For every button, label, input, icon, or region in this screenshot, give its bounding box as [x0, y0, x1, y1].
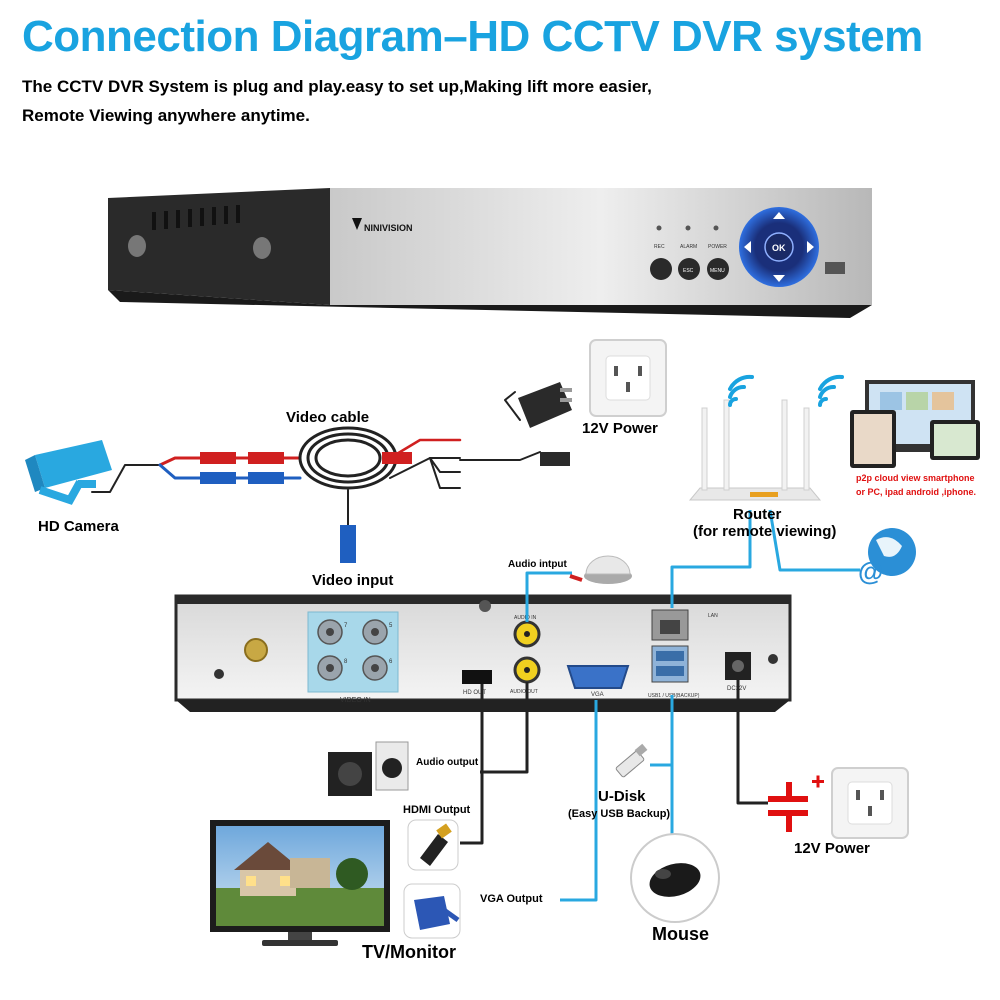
- p2p-note-line-1: p2p cloud view smartphone: [856, 473, 975, 483]
- hdmi-port-label: HD OUT: [463, 690, 486, 696]
- vga-cable: [560, 700, 598, 902]
- lan-port-label: LAN: [708, 613, 718, 619]
- audio-out-port-label: AUDIO OUT: [510, 689, 538, 695]
- mouse-icon: [630, 833, 720, 923]
- p2p-note-line-2: or PC, ipad android ,iphone.: [856, 487, 977, 497]
- hd-camera-label: HD Camera: [38, 518, 119, 535]
- power-label-bottom: 12V Power: [794, 840, 870, 857]
- microphone-icon: [569, 555, 632, 584]
- bnc-number: 6: [389, 659, 393, 665]
- router-note: (for remote viewing): [693, 523, 837, 540]
- bnc-plug-icon: [340, 525, 356, 563]
- usb-stick-icon: [615, 743, 648, 778]
- speakers-icon: [328, 741, 409, 796]
- devices-collage-icon: [850, 380, 980, 468]
- wall-socket-icon: [589, 339, 667, 417]
- dc-power-cable: [736, 680, 768, 805]
- vga-plug-icon: [403, 883, 461, 939]
- wall-socket-icon: [831, 767, 909, 839]
- udisk-label: U-Disk: [598, 788, 646, 805]
- bnc-connector-blue: [200, 472, 236, 484]
- dc-polarity-icon: [768, 775, 824, 832]
- globe-icon: @: [858, 528, 916, 586]
- bnc-connectors: [317, 619, 388, 681]
- subtitle-line-1: The CCTV DVR System is plug and play.eas…: [22, 77, 652, 96]
- brand-logo-mark: [352, 218, 362, 230]
- brand-text: NINIVISION: [364, 223, 413, 233]
- svg-text:@: @: [858, 556, 883, 586]
- power-adapter-icon: [518, 382, 572, 466]
- dvr-front: [108, 188, 872, 318]
- audio-out-cable: [480, 682, 529, 774]
- power-label-top: 12V Power: [582, 420, 658, 437]
- router-label: Router: [733, 506, 782, 523]
- video-input-label: Video input: [312, 572, 394, 589]
- indicator-alarm: ALARM: [680, 244, 697, 250]
- hdmi-port: [462, 670, 492, 684]
- audio-in-cable: [525, 571, 572, 622]
- cable-coil-icon: [298, 426, 398, 490]
- video-cable-label: Video cable: [286, 409, 370, 426]
- vga-port: [566, 665, 630, 689]
- camera-icon: [25, 440, 112, 505]
- bnc-number: 8: [344, 659, 348, 665]
- dvr-rear: [174, 594, 792, 712]
- mouse-label: Mouse: [652, 924, 710, 944]
- dark-cables: [460, 680, 768, 845]
- router-icon: [688, 399, 822, 501]
- bnc-number: 7: [344, 623, 348, 629]
- vent-slots: [152, 205, 240, 230]
- ground-screw-icon: [244, 638, 268, 662]
- bnc-number: 5: [389, 623, 393, 629]
- vga-port-label: VGA: [591, 692, 604, 698]
- wifi-icon: [728, 374, 754, 407]
- lan-cable: [670, 510, 752, 608]
- hdmi-output-label: HDMI Output: [403, 804, 471, 816]
- indicator-rec: REC: [654, 244, 665, 250]
- vga-output-label: VGA Output: [480, 893, 543, 905]
- usb-port-label: USB1 / USB(BACKUP): [648, 693, 700, 699]
- video-in-label: VIDEO IN: [340, 697, 371, 704]
- audio-in-port-label: AUDIO IN: [514, 615, 537, 621]
- menu-button-label: MENU: [710, 268, 725, 274]
- rca-connector-red: [200, 452, 236, 464]
- esc-button-label: ESC: [683, 268, 694, 274]
- page-title: Connection Diagram–HD CCTV DVR system: [22, 12, 923, 61]
- hdmi-plug-icon: [407, 819, 459, 871]
- tv-monitor-icon: [210, 820, 390, 946]
- nav-pad: [739, 207, 819, 287]
- blue-cables: [525, 509, 860, 902]
- hdmi-cable: [460, 684, 484, 845]
- subtitle-line-2: Remote Viewing anywhere anytime.: [22, 106, 310, 125]
- audio-input-label: Audio intput: [508, 559, 567, 570]
- udisk-note: (Easy USB Backup): [568, 808, 671, 820]
- audio-output-label: Audio output: [416, 757, 479, 768]
- usb-front-port: [825, 262, 845, 274]
- camera-cable: [91, 464, 161, 493]
- ok-button-label: OK: [772, 243, 786, 253]
- internet-cable: [768, 509, 860, 572]
- tv-monitor-label: TV/Monitor: [362, 942, 456, 962]
- indicator-power: POWER: [708, 244, 727, 250]
- wifi-icon: [818, 374, 844, 407]
